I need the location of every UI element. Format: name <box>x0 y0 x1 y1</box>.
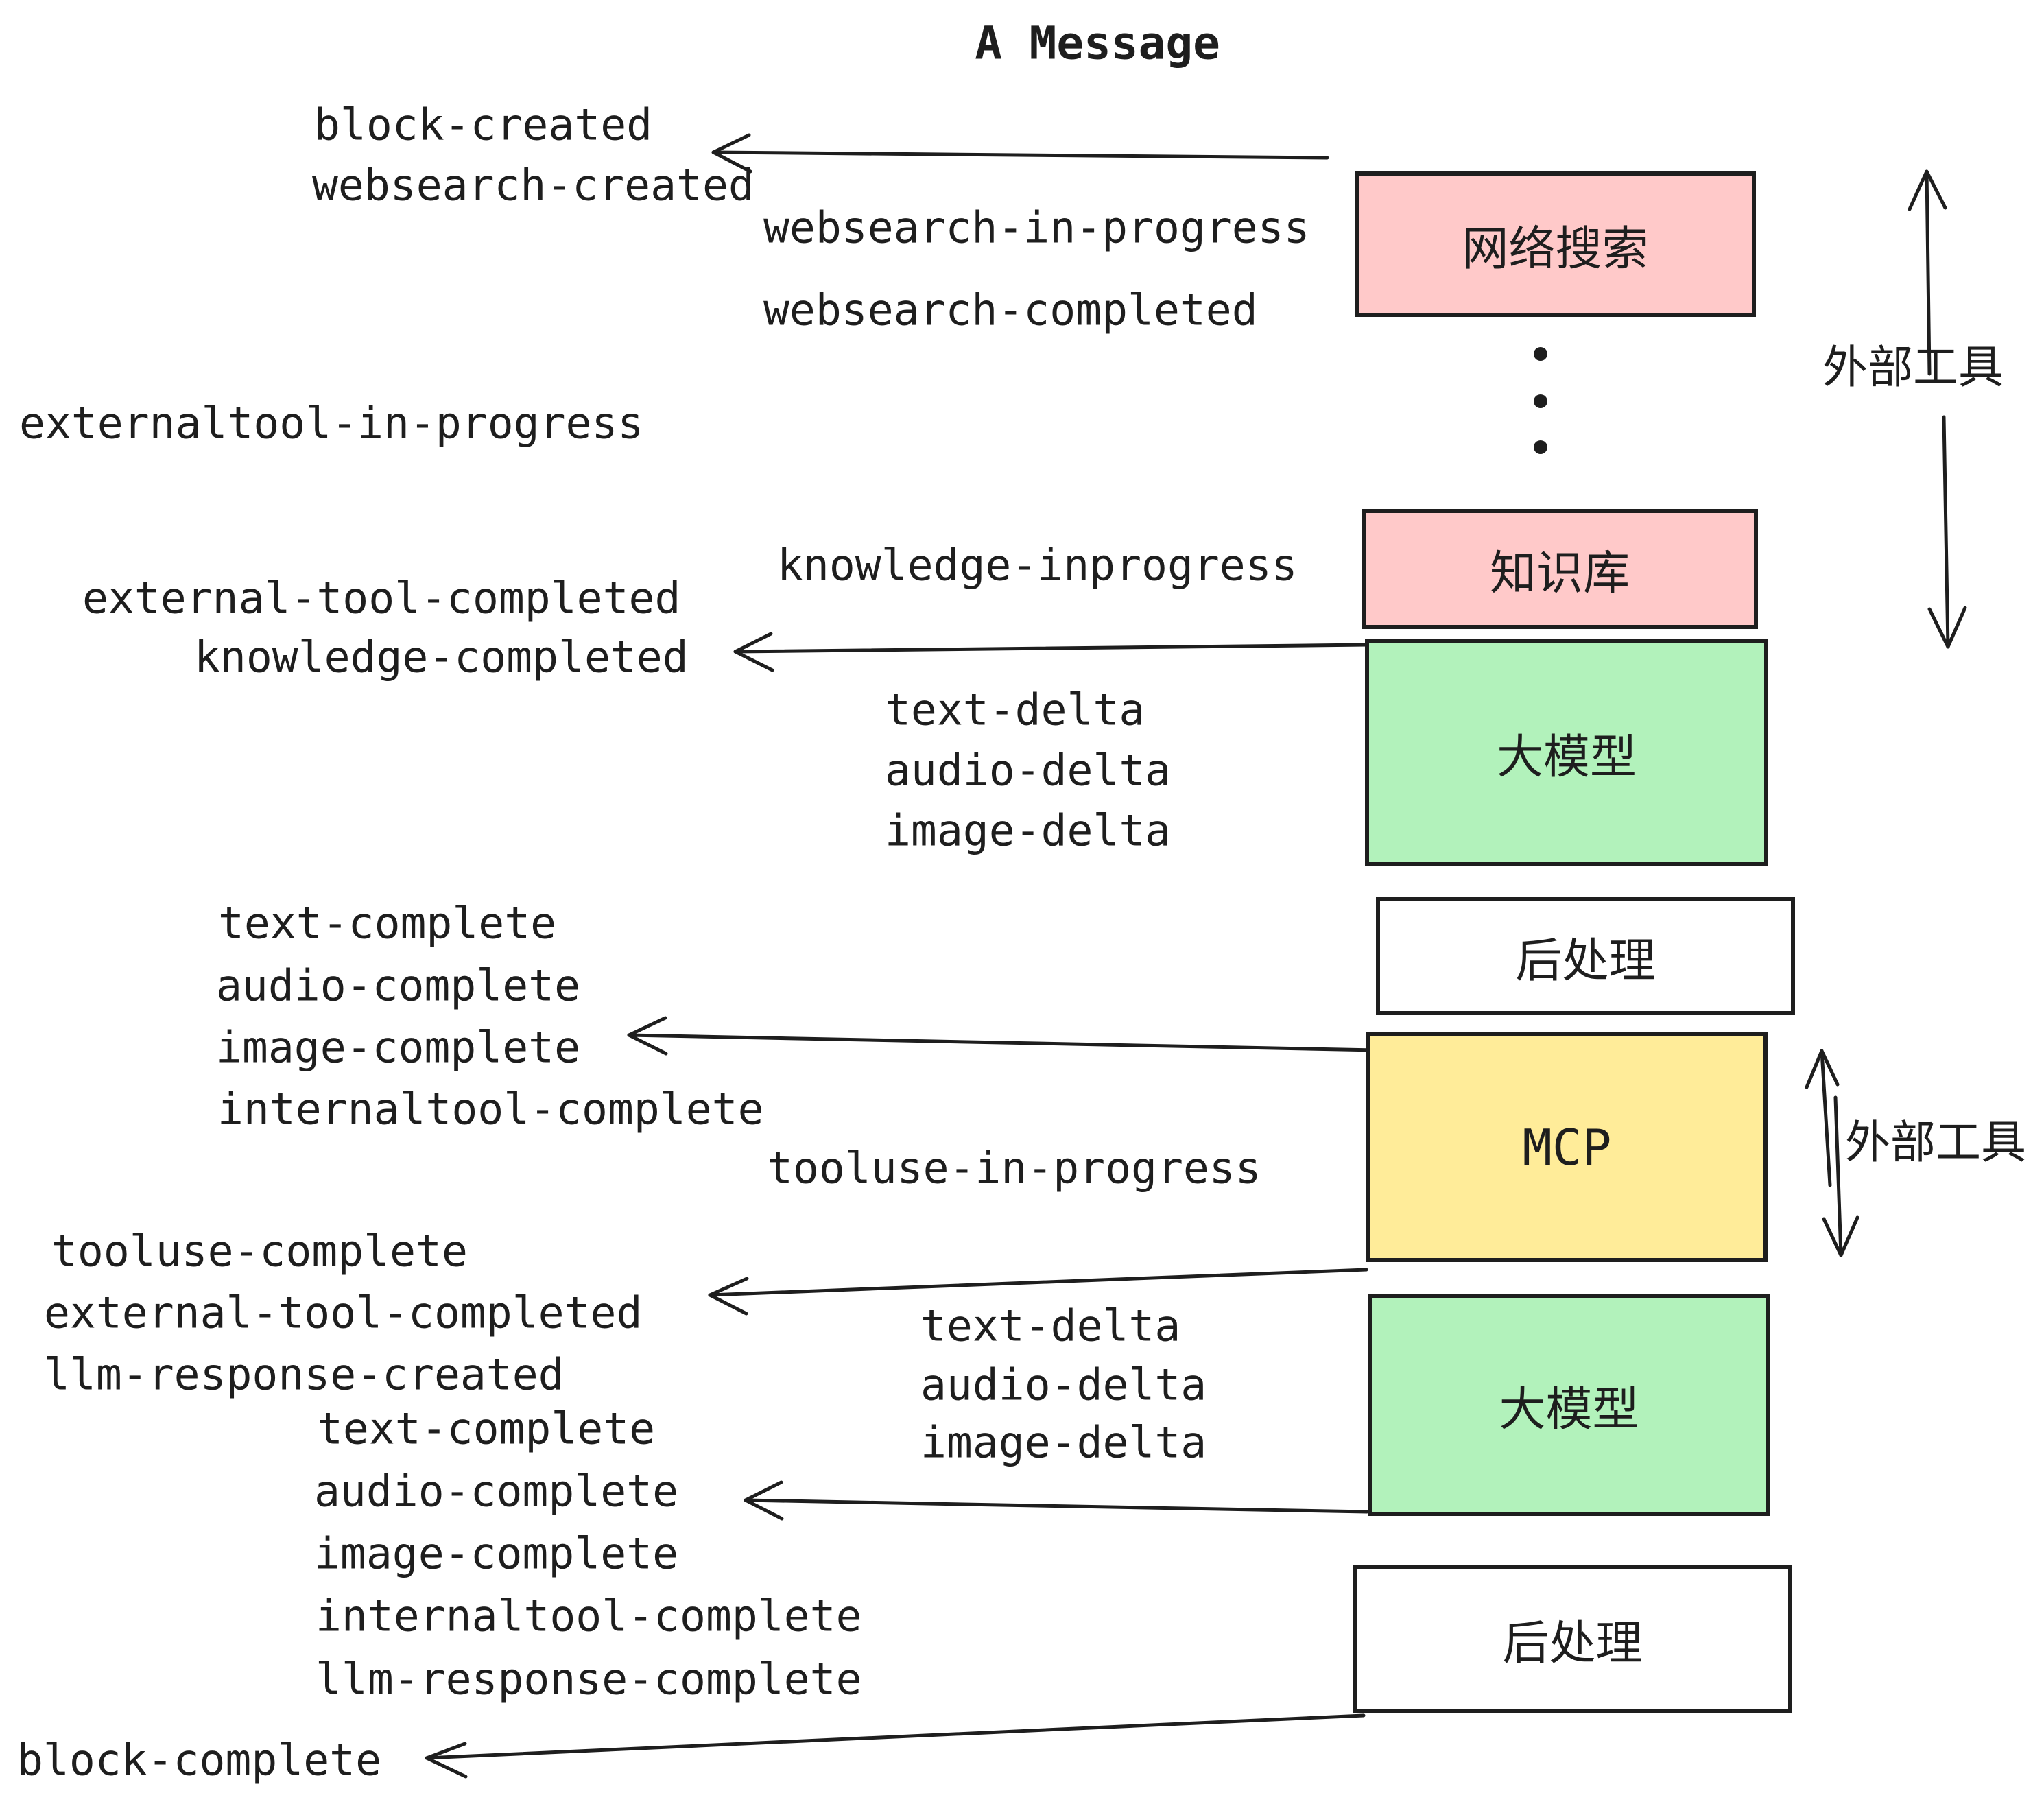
event-label-knowledge-inprogress: knowledge-inprogress <box>777 540 1298 591</box>
box-mcp: MCP <box>1366 1032 1768 1262</box>
event-label-external-tool-completed-2: external-tool-completed <box>44 1287 643 1338</box>
event-label-internaltool-complete-1: internaltool-complete <box>217 1084 764 1135</box>
box-llm-2: 大模型 <box>1368 1294 1770 1516</box>
event-label-tooluse-in-progress: tooluse-in-progress <box>767 1143 1261 1194</box>
box-postprocess-1-label: 后处理 <box>1515 934 1656 988</box>
event-label-audio-complete-1: audio-complete <box>216 960 581 1011</box>
event-label-llm-response-created: llm-response-created <box>44 1349 565 1400</box>
event-label-image-complete-1: image-complete <box>216 1022 581 1073</box>
box-postprocess-2-label: 后处理 <box>1502 1616 1643 1671</box>
event-label-image-delta-1: image-delta <box>885 805 1172 856</box>
event-label-block-created: block-created <box>314 99 653 150</box>
arrow-external-tools-down <box>1927 415 1967 649</box>
ellipsis-dots <box>1534 347 1547 454</box>
event-label-image-complete-2: image-complete <box>314 1528 679 1579</box>
box-knowledge: 知识库 <box>1362 509 1758 629</box>
event-label-block-complete: block-complete <box>17 1735 382 1785</box>
arrow-mcp-up <box>1805 1049 1840 1187</box>
side-label-external-tools-mcp: 外部工具 <box>1845 1116 2026 1169</box>
event-label-audio-complete-2: audio-complete <box>314 1466 679 1517</box>
event-label-text-complete-1: text-complete <box>218 898 557 949</box>
event-label-text-delta-2: text-delta <box>920 1301 1181 1351</box>
event-label-tooluse-complete: tooluse-complete <box>51 1226 468 1277</box>
arrow-post1-to-image-complete <box>627 1016 1378 1056</box>
arrow-llm2-to-audio-complete <box>744 1480 1369 1521</box>
box-llm-1: 大模型 <box>1365 639 1768 866</box>
box-postprocess-1: 后处理 <box>1376 897 1795 1015</box>
event-label-knowledge-completed: knowledge-completed <box>194 632 689 683</box>
arrow-llm-to-knowledge-completed <box>733 632 1369 672</box>
event-label-externaltool-in-progress: externaltool-in-progress <box>19 398 644 449</box>
box-mcp-label: MCP <box>1522 1118 1612 1176</box>
box-llm-1-label: 大模型 <box>1496 730 1637 785</box>
event-label-image-delta-2: image-delta <box>920 1417 1207 1468</box>
arrow-websearch-to-block-created <box>711 133 1329 174</box>
box-postprocess-2: 后处理 <box>1353 1565 1792 1713</box>
event-label-websearch-completed: websearch-completed <box>763 285 1258 335</box>
arrow-post2-to-block-complete <box>425 1713 1366 1779</box>
event-label-audio-delta-1: audio-delta <box>885 745 1172 796</box>
event-label-text-complete-2: text-complete <box>317 1403 656 1454</box>
box-llm-2-label: 大模型 <box>1499 1382 1639 1437</box>
event-label-external-tool-completed-1: external-tool-completed <box>82 573 681 624</box>
box-knowledge-label: 知识库 <box>1489 547 1630 601</box>
event-label-text-delta-1: text-delta <box>885 685 1145 735</box>
box-websearch-label: 网络搜索 <box>1462 222 1649 276</box>
event-label-internaltool-complete-2: internaltool-complete <box>316 1591 862 1641</box>
side-label-external-tools-top: 外部工具 <box>1822 341 2004 394</box>
event-label-websearch-in-progress: websearch-in-progress <box>763 202 1310 253</box>
box-websearch: 网络搜索 <box>1355 171 1756 317</box>
diagram-title: A Message <box>975 16 1220 70</box>
event-label-audio-delta-2: audio-delta <box>920 1360 1207 1410</box>
event-label-websearch-created: websearch-created <box>312 160 754 211</box>
event-label-llm-response-complete: llm-response-complete <box>316 1654 862 1705</box>
